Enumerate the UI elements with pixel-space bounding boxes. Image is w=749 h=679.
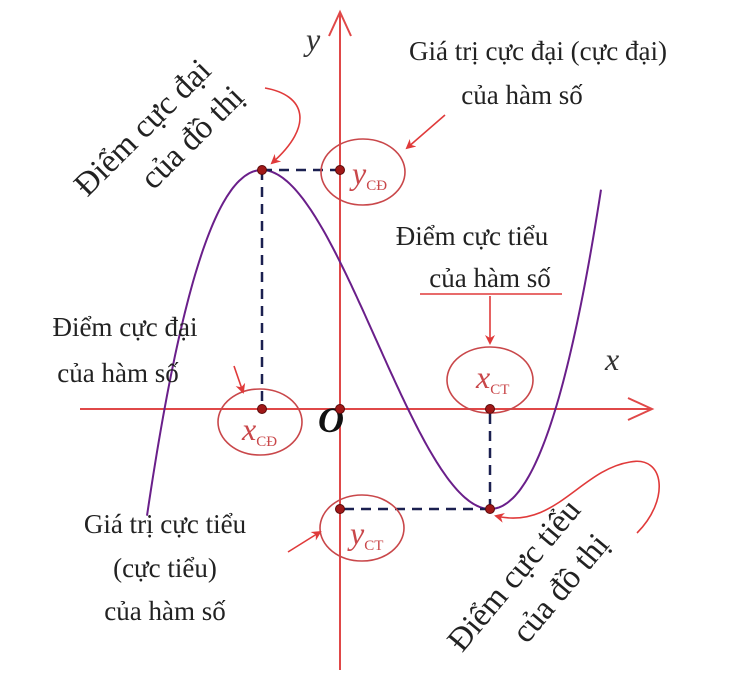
x-axis-arrow-icon [627,397,655,421]
y-min-label: yCT [347,515,383,554]
svg-text:Điểm cực tiểu: Điểm cực tiểu [396,221,549,251]
svg-text:của hàm số: của hàm số [57,358,179,388]
x-axis-label: x [604,341,619,377]
svg-text:Điểm cực đại: Điểm cực đại [52,312,197,342]
graph-max-point [257,165,267,175]
x-max-label: xCĐ [241,411,277,450]
svg-text:của hàm số: của hàm số [104,596,226,626]
svg-text:Giá trị cực tiểu: Giá trị cực tiểu [84,509,247,539]
svg-text:(cực tiểu): (cực tiểu) [113,553,217,583]
y-max-point [335,165,345,175]
arrow-to-y-max-icon [405,114,446,150]
graph-min-annotation: Điểm cực tiểu của đồ thị [441,493,617,659]
y-max-label: yCĐ [349,155,387,194]
arrow-to-graph-max-icon [264,87,301,165]
y-axis-label: y [303,21,321,57]
min-value-annotation: Giá trị cực tiểu (cực tiểu) của hàm số [84,509,247,626]
x-min-label: xCT [475,359,509,398]
min-point-function-annotation: Điểm cực tiểu của hàm số [396,221,552,293]
y-axis-arrow-icon [328,9,352,37]
graph-max-annotation: Điểm cực đại của đồ thị [68,53,252,204]
origin-point [335,404,345,414]
arrow-to-graph-min-icon [494,460,660,534]
max-point-function-annotation: Điểm cực đại của hàm số [52,312,197,388]
svg-text:của hàm số: của hàm số [429,263,551,293]
x-max-ellipse [217,388,303,456]
x-min-point [485,404,495,414]
projection-lines [260,168,492,511]
graph-min-point [485,504,495,514]
cubic-curve [146,169,602,516]
y-min-ellipse [319,494,405,562]
arrow-to-y-min-icon [287,530,322,553]
y-max-ellipse [320,138,406,206]
max-value-annotation: Giá trị cực đại (cực đại) của hàm số [409,36,667,110]
svg-text:Giá trị cực đại (cực đại): Giá trị cực đại (cực đại) [409,36,667,66]
y-min-point [335,504,345,514]
arrow-to-x-max-icon [233,365,246,394]
x-max-point [257,404,267,414]
svg-text:của hàm số: của hàm số [461,80,583,110]
